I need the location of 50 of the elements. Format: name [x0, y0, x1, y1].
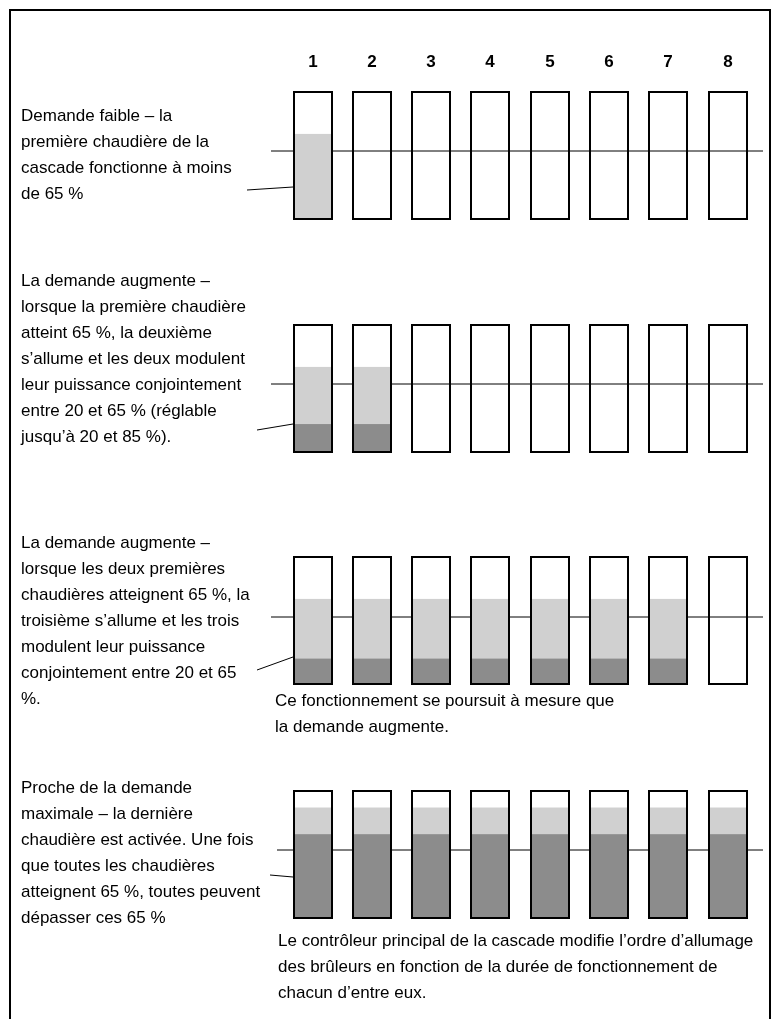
column-number: 4 [484, 52, 496, 72]
description-text: Demande faible – la première chaudière de la cascade fonctionne à moins de 65 % [21, 103, 243, 207]
boiler-bar [411, 91, 451, 220]
boiler-bar [648, 556, 688, 685]
column-number: 5 [544, 52, 556, 72]
boiler-bar [648, 790, 688, 919]
boiler-bar [530, 556, 570, 685]
boiler-bar [352, 91, 392, 220]
boiler-bar [530, 91, 570, 220]
note-text: Ce fonctionnement se poursuit à mesure que la demande augmente. [275, 690, 615, 738]
column-number: 6 [603, 52, 615, 72]
note-text: Le contrôleur principal de la cascade modifie l’ordre d’allumage des brûleurs en fonction de la durée de fonctionnement de chacun d’entre eux. [278, 930, 755, 1004]
description-text: Proche de la demande maximale – la dernière chaudière est activée. Une fois que toutes les chaudières atteignent 65 %, toutes peuvent dépasser ces 65 % [21, 775, 266, 931]
boiler-bar [411, 790, 451, 919]
boiler-bar [470, 556, 510, 685]
boiler-bar [293, 324, 333, 453]
boiler-bar [470, 324, 510, 453]
column-number: 2 [366, 52, 378, 72]
boiler-bar [589, 91, 629, 220]
boiler-bar [589, 790, 629, 919]
column-number: 3 [425, 52, 437, 72]
boiler-bar [293, 790, 333, 919]
boiler-bar [589, 556, 629, 685]
boiler-bar [648, 91, 688, 220]
leader-line [256, 656, 294, 671]
boiler-bar [293, 556, 333, 685]
boiler-bar [589, 324, 629, 453]
boiler-bar [293, 91, 333, 220]
boiler-bar [470, 790, 510, 919]
boiler-bar [530, 324, 570, 453]
boiler-bar [352, 324, 392, 453]
boiler-bar [411, 556, 451, 685]
boiler-bar [708, 91, 748, 220]
leader-line [269, 874, 294, 878]
boiler-bar [648, 324, 688, 453]
boiler-bar [708, 556, 748, 685]
boiler-bar [352, 556, 392, 685]
description-text: La demande augmente – lorsque la première chaudière atteint 65 %, la deuxième s’allume et les deux modulent leur puissance conjointement entre 20 et 65 % (réglable jusqu’à 20 et 85 %). [21, 268, 253, 450]
boiler-bar [708, 790, 748, 919]
boiler-bar [470, 91, 510, 220]
leader-line [246, 186, 294, 191]
boiler-bar [530, 790, 570, 919]
boiler-bar [411, 324, 451, 453]
boiler-bar [708, 324, 748, 453]
leader-line [256, 423, 294, 431]
column-number: 8 [722, 52, 734, 72]
column-number: 7 [662, 52, 674, 72]
description-text: La demande augmente – lorsque les deux premières chaudières atteignent 65 %, la troisième s’allume et les trois modulent leur puissance conjointement entre 20 et 65 %. [21, 530, 253, 712]
column-number: 1 [307, 52, 319, 72]
boiler-bar [352, 790, 392, 919]
